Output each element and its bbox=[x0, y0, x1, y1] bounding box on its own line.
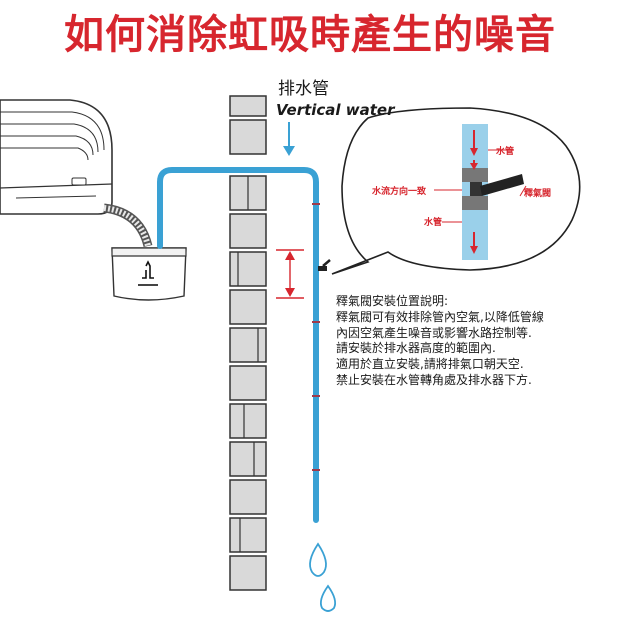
air-conditioner-unit bbox=[0, 99, 113, 215]
note-line: 釋氣閥可有效排除管內空氣,以降低管線 bbox=[336, 309, 544, 324]
note-line: 請安裝於排水器高度的範圍內. bbox=[336, 341, 496, 356]
callout-valve-label: 釋氣閥 bbox=[524, 189, 552, 199]
callout-flow-label: 水流方向一致 bbox=[372, 187, 427, 197]
drain-hose bbox=[103, 203, 153, 248]
callout-top-pipe-label: 水管 bbox=[496, 147, 515, 157]
height-range-marker bbox=[276, 249, 304, 299]
note-line: 適用於直立安裝,請將排氣口朝天空. bbox=[336, 357, 524, 372]
water-drop-icon bbox=[309, 542, 337, 612]
page-title: 如何消除虹吸時產生的噪音 bbox=[64, 12, 556, 58]
installation-notes: 釋氣閥安裝位置說明: 釋氣閥可有效排除管內空氣,以降低管線 內因空氣產生噪音或影… bbox=[336, 294, 616, 389]
drain-pipe-english-label: Vertical water bbox=[276, 101, 395, 119]
drain-pipe-label: 排水管 bbox=[278, 79, 329, 99]
flow-down-arrow bbox=[283, 122, 295, 156]
callout-bubble bbox=[331, 107, 581, 275]
brick-joints bbox=[237, 176, 259, 552]
note-line: 禁止安裝在水管轉角處及排水器下方. bbox=[336, 372, 532, 387]
brick-wall bbox=[229, 95, 267, 591]
air-release-valve-icon bbox=[318, 259, 331, 271]
callout-bottom-pipe-label: 水管 bbox=[424, 218, 443, 228]
pipe-markers bbox=[312, 203, 320, 471]
note-line: 內因空氣產生噪音或影響水路控制等. bbox=[336, 325, 532, 340]
drain-pump-box bbox=[111, 247, 187, 301]
drain-pipe bbox=[157, 167, 319, 523]
note-line: 釋氣閥安裝位置說明: bbox=[336, 294, 449, 308]
